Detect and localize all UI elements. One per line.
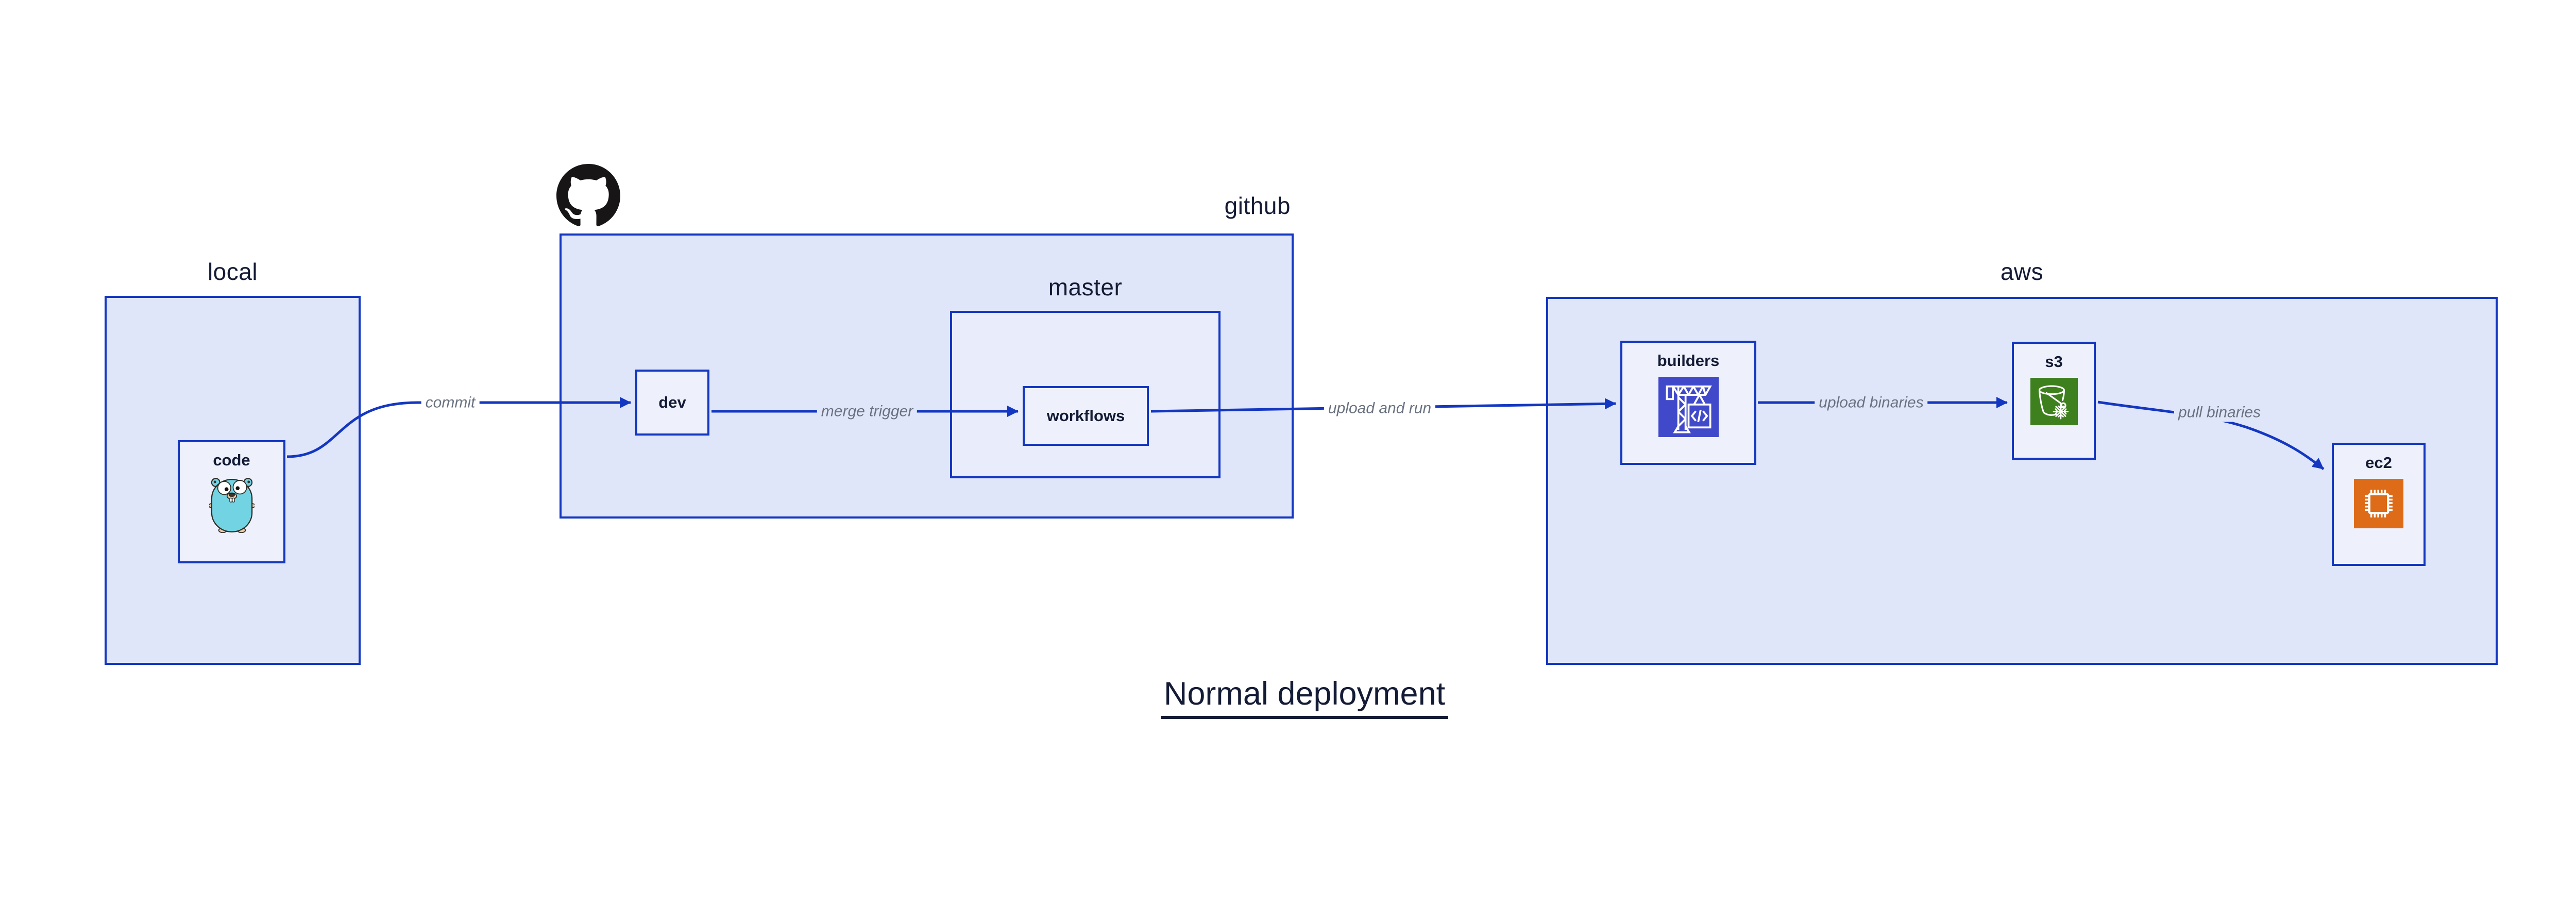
group-github-label: github xyxy=(1224,192,1291,219)
edge-label-pull-binaries: pull binaries xyxy=(2174,403,2265,422)
edge-label-upload-and-run: upload and run xyxy=(1324,398,1436,418)
node-ec2-label: ec2 xyxy=(2365,454,2392,472)
edge-label-merge-trigger: merge trigger xyxy=(817,402,918,421)
s3-glacier-bucket-icon xyxy=(2030,378,2078,428)
ec2-chip-icon xyxy=(2354,479,2403,531)
node-workflows-label: workflows xyxy=(1046,406,1125,425)
node-s3-label: s3 xyxy=(2045,353,2063,371)
title-row: Normal deployment xyxy=(918,676,1691,720)
gopher-icon xyxy=(208,476,256,536)
group-master-label: master xyxy=(1048,274,1123,300)
group-aws-label: aws xyxy=(2000,258,2044,285)
node-code-label: code xyxy=(213,451,250,469)
node-ec2: ec2 xyxy=(2332,443,2426,566)
github-logo-icon xyxy=(556,164,620,228)
node-builders: builders xyxy=(1620,341,1756,465)
edge-label-commit: commit xyxy=(421,393,480,412)
group-local-label: local xyxy=(207,258,258,285)
node-dev-label: dev xyxy=(658,393,686,411)
node-s3: s3 xyxy=(2012,342,2096,460)
codebuild-crane-icon xyxy=(1658,377,1719,440)
node-code: code xyxy=(178,440,285,563)
node-workflows: workflows xyxy=(1023,386,1149,446)
node-dev: dev xyxy=(635,370,709,436)
edge-label-upload-binaries: upload binaries xyxy=(1815,393,1928,412)
diagram-title: Normal deployment xyxy=(1160,676,1449,720)
node-builders-label: builders xyxy=(1657,352,1720,370)
